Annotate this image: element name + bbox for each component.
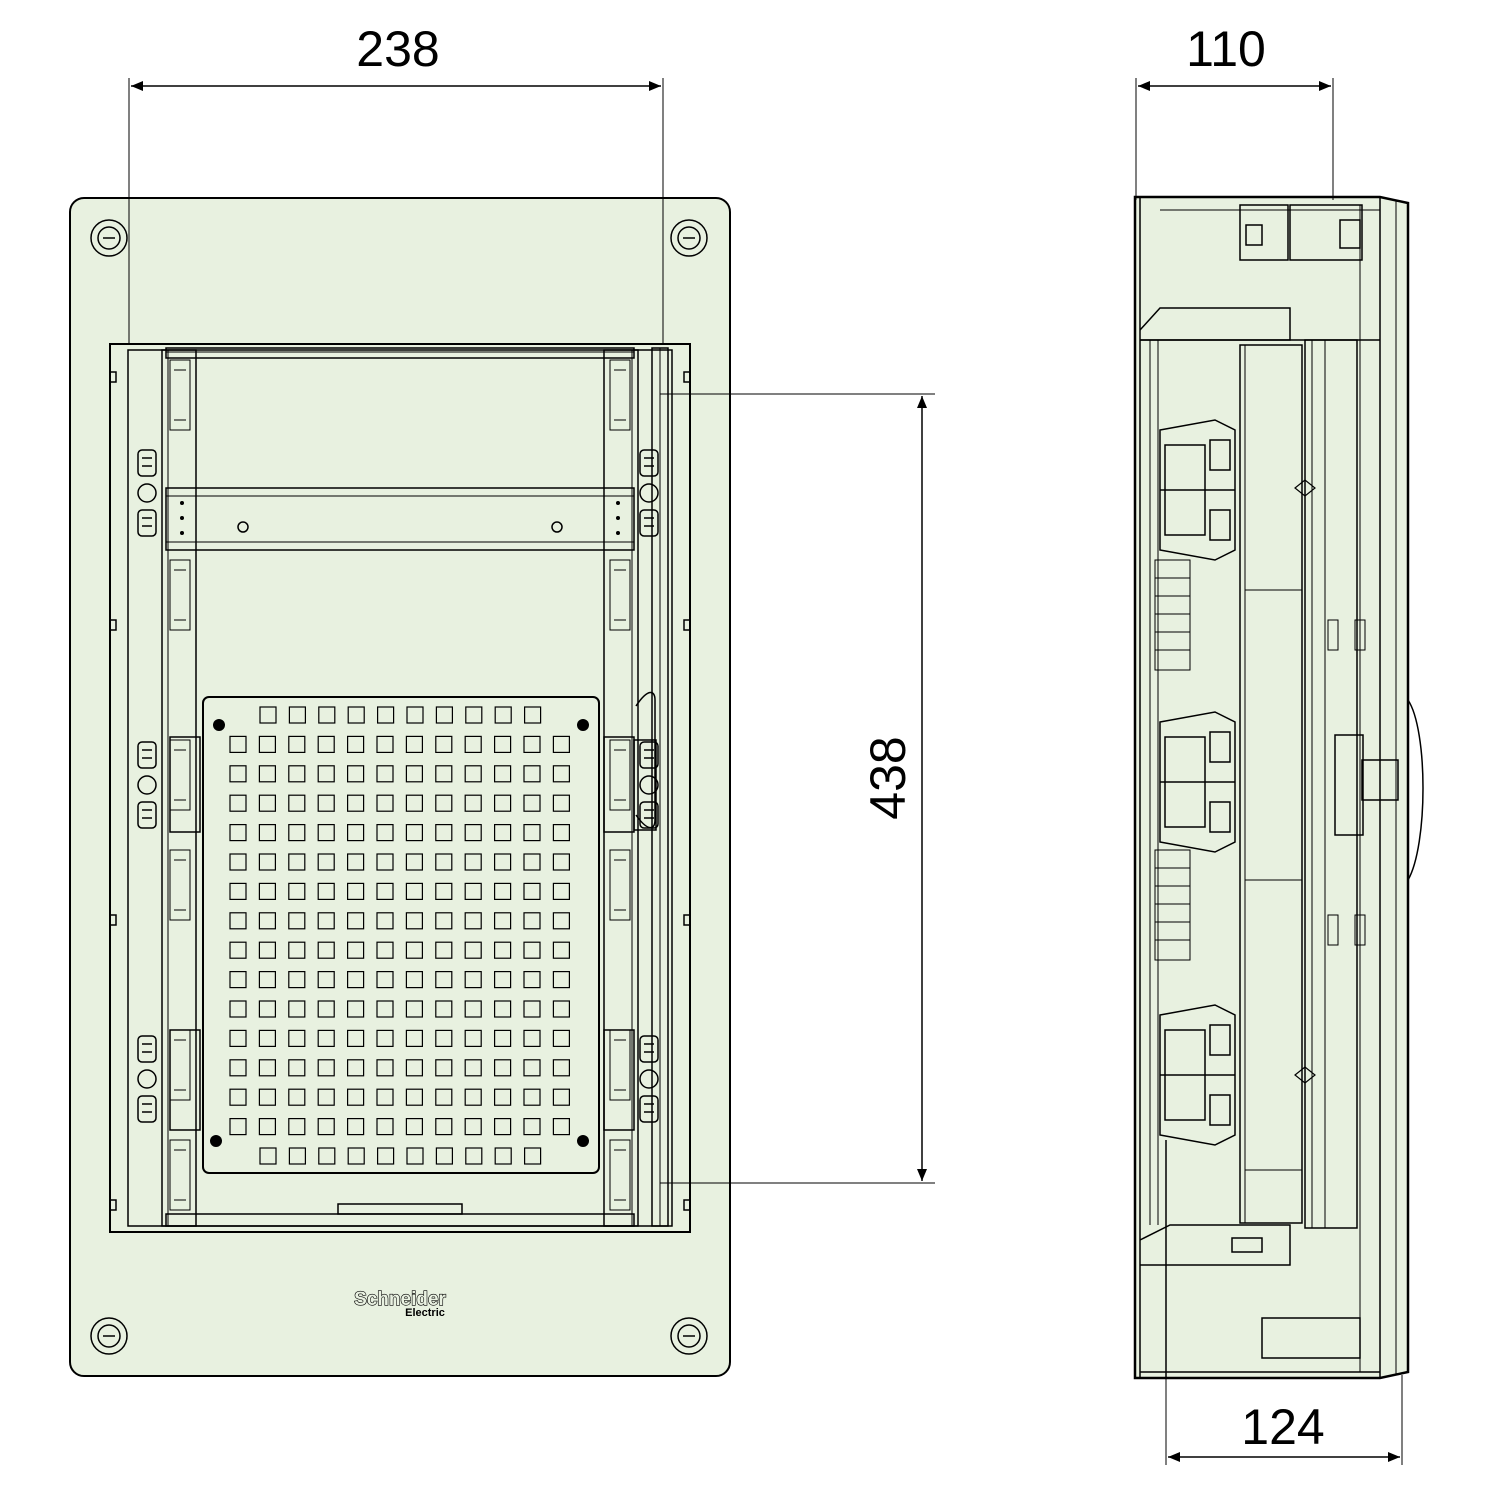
perforated-mounting-plate [202, 696, 600, 1174]
dimension-label-438: 438 [860, 736, 916, 819]
side-body-outline [1133, 195, 1410, 1380]
dimension-238: 238 [128, 21, 664, 345]
dimension-label-110: 110 [1186, 21, 1266, 77]
svg-text:Schneider: Schneider [354, 1289, 446, 1310]
front-view: Schneider Electric [69, 197, 731, 1377]
plate-screws [210, 719, 589, 1147]
horizontal-din-rail [165, 487, 635, 551]
screw-hole-bottom-left [90, 1317, 128, 1355]
screw-hole-top-right [670, 219, 708, 257]
perforation-grid [229, 706, 571, 1165]
dimension-110: 110 [1135, 21, 1334, 200]
dimension-label-124: 124 [1241, 1399, 1324, 1455]
door-handle [1407, 699, 1424, 881]
dimension-label-238: 238 [356, 21, 439, 77]
svg-text:Electric: Electric [405, 1307, 445, 1319]
side-view [1133, 195, 1424, 1380]
dimension-438: 438 [660, 393, 935, 1184]
schneider-electric-logo: Schneider Electric [353, 1288, 447, 1319]
dimension-124: 124 [1165, 1375, 1403, 1465]
screw-hole-bottom-right [670, 1317, 708, 1355]
screw-hole-top-left [90, 219, 128, 257]
